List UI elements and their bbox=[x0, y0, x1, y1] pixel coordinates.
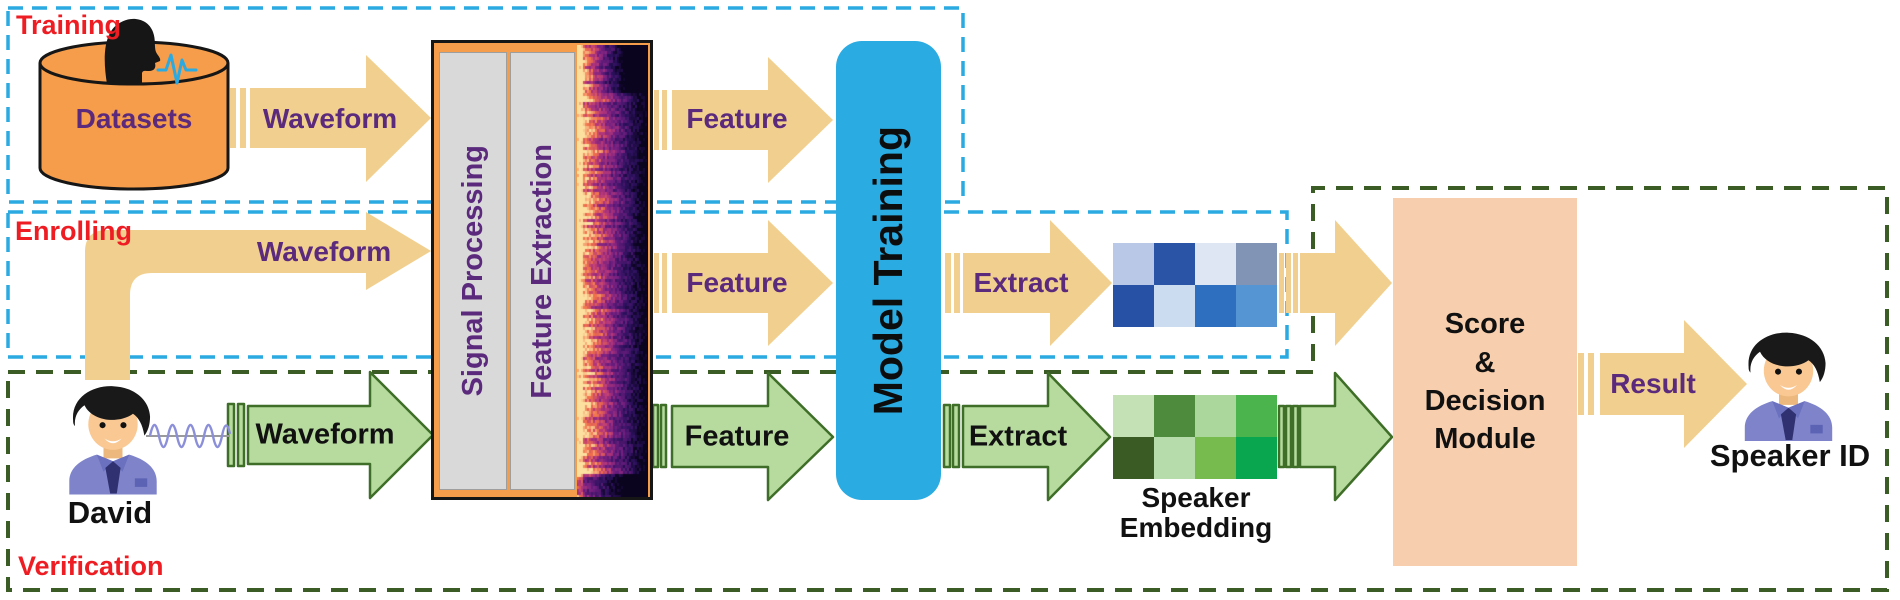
voice-pulse-icon bbox=[156, 53, 198, 85]
signal-processing-box: Signal Processing Feature Extraction bbox=[431, 40, 653, 500]
verification-extract-label: Extract bbox=[968, 420, 1068, 453]
speaker-head-silhouette-icon bbox=[104, 18, 161, 84]
embedding-cell bbox=[1195, 243, 1236, 285]
datasets-label: Datasets bbox=[75, 103, 193, 134]
embedding-cell bbox=[1113, 243, 1154, 285]
verification-feature-arrow bbox=[651, 371, 835, 502]
embedding-cell bbox=[1154, 437, 1195, 479]
sine-wave-icon bbox=[146, 423, 232, 449]
embedding-cell bbox=[1236, 437, 1277, 479]
verification-waveform-label: Waveform bbox=[255, 418, 395, 451]
feature-extraction-label: Feature Extraction bbox=[526, 143, 558, 399]
enrolling-extract-label: Extract bbox=[973, 267, 1069, 298]
embedding-cell bbox=[1113, 285, 1154, 327]
speaker-embedding-label: Speaker Embedding bbox=[1119, 481, 1273, 543]
signal-processing-panel: Signal Processing bbox=[439, 52, 507, 490]
training-section-label: Training bbox=[16, 10, 122, 40]
enrolling-extract-arrow bbox=[945, 220, 1112, 346]
signal-processing-label: Signal Processing bbox=[456, 145, 489, 397]
training-feature-arrow bbox=[654, 57, 833, 183]
test-embedding-grid bbox=[1113, 395, 1277, 479]
verification-waveform-arrow bbox=[226, 370, 435, 500]
embedding-cell bbox=[1154, 395, 1195, 437]
speaker-id-label: Speaker ID bbox=[1709, 438, 1871, 473]
david-label: David bbox=[67, 495, 153, 530]
enrolling-feature-label: Feature bbox=[686, 267, 788, 298]
verification-section-label: Verification bbox=[18, 551, 164, 581]
embedding-cell bbox=[1195, 395, 1236, 437]
embedding-cell bbox=[1113, 395, 1154, 437]
training-waveform-label: Waveform bbox=[262, 103, 398, 134]
score-decision-label: Score & Decision Module bbox=[1424, 308, 1546, 456]
embedding-cell bbox=[1154, 285, 1195, 327]
enrolled-embedding-grid bbox=[1113, 243, 1277, 327]
speaker-id-avatar bbox=[1744, 332, 1833, 441]
test-embedding-to-score-arrow bbox=[1277, 371, 1394, 502]
david-avatar bbox=[69, 386, 157, 495]
enrolling-waveform-label: Waveform bbox=[256, 236, 392, 267]
embedding-cell bbox=[1236, 243, 1277, 285]
training-waveform-arrow bbox=[230, 55, 431, 182]
embedding-cell bbox=[1195, 285, 1236, 327]
spectrogram-image bbox=[577, 45, 648, 497]
enrolled-embedding-to-score-arrow bbox=[1279, 220, 1392, 346]
embedding-cell bbox=[1195, 437, 1236, 479]
datasets-cylinder bbox=[38, 18, 230, 191]
enrolling-waveform-arrow bbox=[85, 212, 431, 380]
verification-section-outline bbox=[6, 186, 1889, 592]
result-label: Result bbox=[1610, 368, 1696, 399]
verification-extract-arrow bbox=[942, 371, 1112, 502]
embedding-cell bbox=[1154, 243, 1195, 285]
enrolling-feature-arrow bbox=[654, 220, 833, 346]
embedding-cell bbox=[1236, 395, 1277, 437]
verification-feature-label: Feature bbox=[684, 420, 790, 453]
result-arrow bbox=[1578, 320, 1747, 448]
score-decision-box: Score & Decision Module bbox=[1393, 198, 1577, 566]
enrolling-section-label: Enrolling bbox=[15, 216, 132, 246]
model-training-box: Model Training bbox=[836, 41, 941, 500]
feature-extraction-panel: Feature Extraction bbox=[510, 52, 575, 490]
training-feature-label: Feature bbox=[686, 103, 788, 134]
embedding-cell bbox=[1236, 285, 1277, 327]
embedding-cell bbox=[1113, 437, 1154, 479]
model-training-label: Model Training bbox=[865, 125, 911, 416]
